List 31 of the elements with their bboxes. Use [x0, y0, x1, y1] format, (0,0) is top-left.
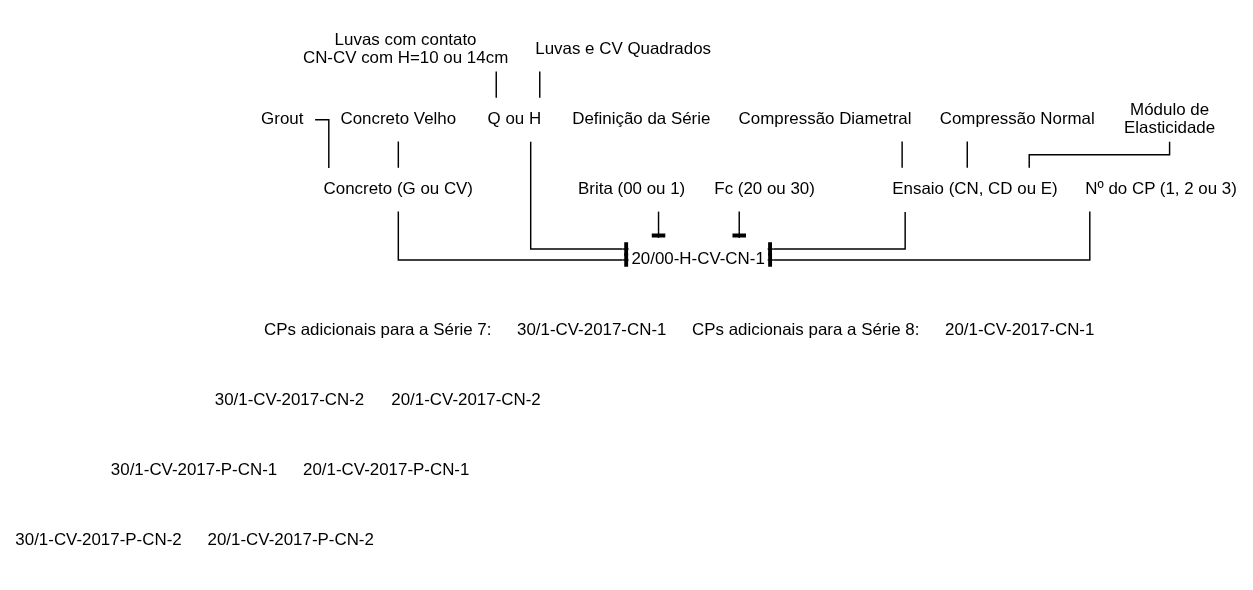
node-text: Módulo de Elasticidade: [1124, 100, 1216, 138]
label: 30/1-CV-2017-CN-1: [517, 319, 667, 339]
label: 30/1-CV-2017-P-CN-1: [110, 459, 278, 479]
node-text: Fc (20 ou 30): [714, 179, 815, 199]
connector: [495, 70, 497, 99]
connector: [397, 140, 400, 169]
label: 20/1-CV-2017-CN-1: [944, 319, 1095, 339]
node-text: 20/00-H-CV-CN-1: [631, 249, 765, 269]
label: 30/1-CV-2017-CN-2: [214, 389, 365, 409]
label: CPs adicionais para a Série 8:: [692, 319, 920, 339]
node-text: Concreto Velho: [340, 109, 457, 129]
node-text: Q ou H: [487, 109, 542, 129]
node-text: Brita (00 ou 1): [578, 179, 686, 199]
connector: [529, 140, 630, 256]
node-text: Luvas e CV Quadrados: [535, 39, 712, 59]
node-text: Compressão Diametral: [738, 109, 912, 129]
node-text: Compressão Normal: [939, 109, 1095, 129]
connector: [966, 140, 968, 169]
label: CPs adicionais para a Série 7:: [264, 319, 492, 339]
node-text: Definição da Série: [572, 109, 711, 129]
node-text: Grout: [261, 109, 304, 129]
connector: [901, 140, 903, 169]
label: 20/1-CV-2017-P-CN-2: [207, 529, 374, 549]
label: 30/1-CV-2017-P-CN-2: [15, 529, 182, 549]
node-text: Luvas com contato CN-CV com H=10 ou 14cm: [302, 30, 509, 68]
node-text: Ensaio (CN, CD ou E): [892, 179, 1058, 199]
label: 20/1-CV-2017-P-CN-1: [303, 459, 470, 479]
label: 20/1-CV-2017-CN-2: [391, 389, 541, 409]
connector: [539, 70, 541, 99]
node-text: Concreto (G ou CV): [323, 179, 474, 199]
node-text: Nº do CP (1, 2 ou 3): [1085, 179, 1237, 199]
